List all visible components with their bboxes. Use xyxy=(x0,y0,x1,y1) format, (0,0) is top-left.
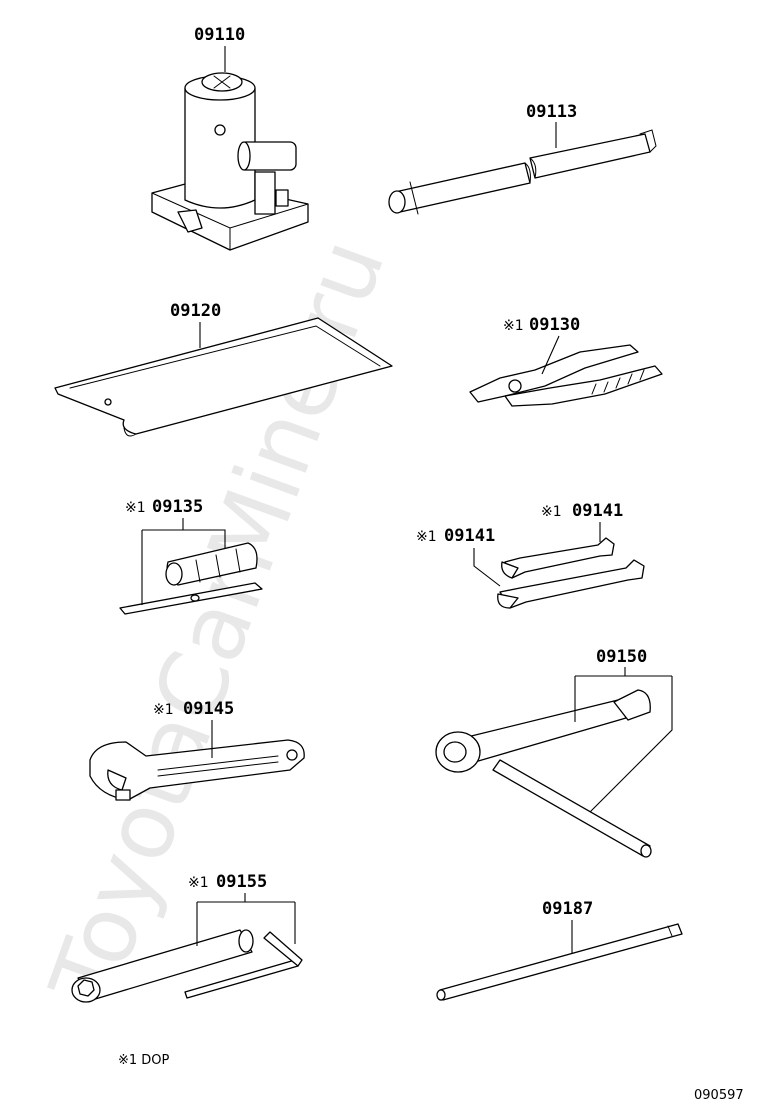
dop-marker-09135: ※1 xyxy=(125,500,146,516)
part-number-09141-upper: 09141 xyxy=(572,501,623,521)
part-number-09150: 09150 xyxy=(596,647,647,667)
jack-drawing xyxy=(151,72,309,251)
extension-bar-drawing xyxy=(436,923,683,1001)
dop-marker-09141-lower: ※1 xyxy=(416,529,437,545)
dop-marker-09141-upper: ※1 xyxy=(541,504,562,520)
wheel-nut-wrench-drawing xyxy=(435,689,652,858)
part-number-09145: 09145 xyxy=(183,699,234,719)
dop-marker-09155: ※1 xyxy=(188,875,209,891)
part-number-09155: 09155 xyxy=(216,872,267,892)
tool-bag-drawing xyxy=(54,317,393,437)
footnote: ※1 DOP xyxy=(118,1053,170,1068)
part-number-09113: 09113 xyxy=(526,102,577,122)
spanners-drawing xyxy=(497,537,645,609)
pliers-drawing xyxy=(469,344,663,407)
part-number-09141-lower: 09141 xyxy=(444,526,495,546)
jack-handle-drawing xyxy=(388,129,657,215)
part-number-09187: 09187 xyxy=(542,899,593,919)
part-number-09135: 09135 xyxy=(152,497,203,517)
plug-wrench-drawing xyxy=(71,929,303,1003)
screwdriver-drawing xyxy=(119,542,263,615)
part-number-09130: 09130 xyxy=(529,315,580,335)
part-number-09110: 09110 xyxy=(194,25,245,45)
dop-marker-09145: ※1 xyxy=(153,702,174,718)
adjustable-wrench-drawing xyxy=(89,739,305,801)
figure-id: 090597 xyxy=(694,1088,744,1103)
part-number-09120: 09120 xyxy=(170,301,221,321)
dop-marker-09130: ※1 xyxy=(503,318,524,334)
